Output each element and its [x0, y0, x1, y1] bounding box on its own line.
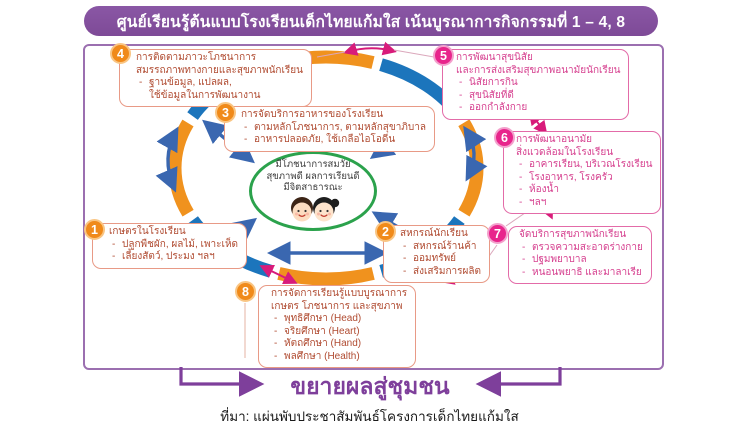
bullet-item: ส่งเสริมการผลิต [400, 266, 481, 279]
activity-box-8: การจัดการเรียนรู้แบบบูรณาการ เกษตร โภชนา… [258, 285, 417, 368]
bullet-item: ออกกำลังกาย [456, 102, 620, 115]
badge-1: 1 [84, 219, 105, 240]
activity-box-6: การพัฒนาอนามัย สิ่งแวดล้อมในโรงเรียน อาค… [503, 131, 662, 214]
bullet-item: พุทธิศึกษา (Head) [271, 313, 407, 326]
activity-title: การพัฒนาสุขนิสัย [456, 52, 533, 63]
activity-title: จัดบริการสุขภาพนักเรียน [519, 229, 627, 240]
activity-box-3: การจัดบริการอาหารของโรงเรียน ตามหลักโภชน… [224, 106, 435, 152]
bullet-item: ปฐมพยาบาล [519, 254, 643, 267]
source-caption: ที่มา: แผ่นพับประชาสัมพันธ์โครงการเด็กไท… [220, 409, 519, 424]
bullet-item: อาหารปลอดภัย, ใช้เกลือไอโอดีน [241, 134, 426, 147]
activity-box-2: สหกรณ์นักเรียน สหกรณ์ร้านค้า ออมทรัพย์ ส… [383, 225, 490, 283]
page-title: ศูนย์เรียนรู้ต้นแบบโรงเรียนเด็กไทยแก้มใส… [84, 6, 658, 36]
bullet-item: หนอนพยาธิ และมาลาเรีย [519, 267, 643, 280]
bullet-item: สหกรณ์ร้านค้า [400, 241, 481, 254]
goal-line: มีโภชนาการสมวัย [275, 159, 351, 170]
badge-4: 4 [110, 43, 131, 64]
bullet-item: พลศึกษา (Health) [271, 351, 407, 364]
bullet-item: ใช้ข้อมูลในการพัฒนางาน [149, 89, 261, 101]
bullet-item: สุขนิสัยที่ดี [456, 90, 620, 103]
activity-title: และการส่งเสริมสุขภาพอนามัยนักเรียน [456, 64, 621, 76]
children-icon [291, 196, 340, 221]
activity-title: การจัดการเรียนรู้แบบบูรณาการ [271, 288, 408, 299]
activity-box-1: เกษตรในโรงเรียน ปลูกพืชผัก, ผลไม้, เพาะเ… [92, 223, 248, 269]
badge-8: 8 [235, 281, 256, 302]
activity-box-7: จัดบริการสุขภาพนักเรียน ตรวจความสะอาดร่า… [508, 226, 652, 284]
bullet-item: ปลูกพืชผัก, ผลไม้, เพาะเห็ด [109, 239, 238, 252]
bullet-item: ตามหลักโภชนาการ, ตามหลักสุขาภิบาล [241, 122, 426, 135]
bullet-item: เลี้ยงสัตว์, ประมง ฯลฯ [109, 251, 238, 264]
activity-title: เกษตร โภชนาการ และสุขภาพ [271, 300, 403, 312]
bullet-item: จริยศึกษา (Heart) [271, 326, 407, 339]
badge-3: 3 [215, 102, 236, 123]
activity-box-5: การพัฒนาสุขนิสัย และการส่งเสริมสุขภาพอนา… [442, 49, 630, 120]
activity-title: สมรรถภาพทางกายและสุขภาพนักเรียน [136, 64, 303, 76]
goal-line: สุขภาพดี ผลการเรียนดี [266, 170, 360, 182]
activity-title: การพัฒนาอนามัย [516, 134, 593, 145]
activity-title: การจัดบริการอาหารของโรงเรียน [241, 109, 384, 120]
activity-title: การติดตามภาวะโภชนาการ [136, 52, 257, 63]
bullet-item: ฐานข้อมูล, แปลผล, [136, 77, 303, 90]
activity-title: เกษตรในโรงเรียน [109, 226, 186, 237]
bullet-item: อาคารเรียน, บริเวณโรงเรียน [516, 159, 652, 172]
bullet-item: โรงอาหาร, โรงครัว [516, 172, 652, 185]
bullet-item: ฯลฯ [516, 197, 652, 210]
bullet-item: นิสัยการกิน [456, 77, 620, 90]
badge-6: 6 [494, 127, 515, 148]
badge-5: 5 [433, 45, 454, 66]
bullet-item: ห้องน้ำ [516, 184, 652, 197]
bullet-item: ออมทรัพย์ [400, 253, 481, 266]
activity-title: สิ่งแวดล้อมในโรงเรียน [516, 146, 614, 158]
center-goal-circle: มีโภชนาการสมวัย สุขภาพดี ผลการเรียนดี มี… [249, 151, 377, 231]
community-banner-label: ขยายผลสู่ชุมชน [290, 373, 450, 399]
badge-7: 7 [487, 223, 508, 244]
bullet-item: ตรวจความสะอาดร่างกาย [519, 242, 643, 255]
bullet-item: หัตถศึกษา (Hand) [271, 338, 407, 351]
community-bracket [179, 367, 562, 397]
activity-title: สหกรณ์นักเรียน [400, 228, 468, 239]
activity-box-4: การติดตามภาวะโภชนาการ สมรรถภาพทางกายและส… [119, 49, 312, 107]
badge-2: 2 [375, 221, 396, 242]
goal-line: มีจิตสาธารณะ [283, 182, 343, 193]
